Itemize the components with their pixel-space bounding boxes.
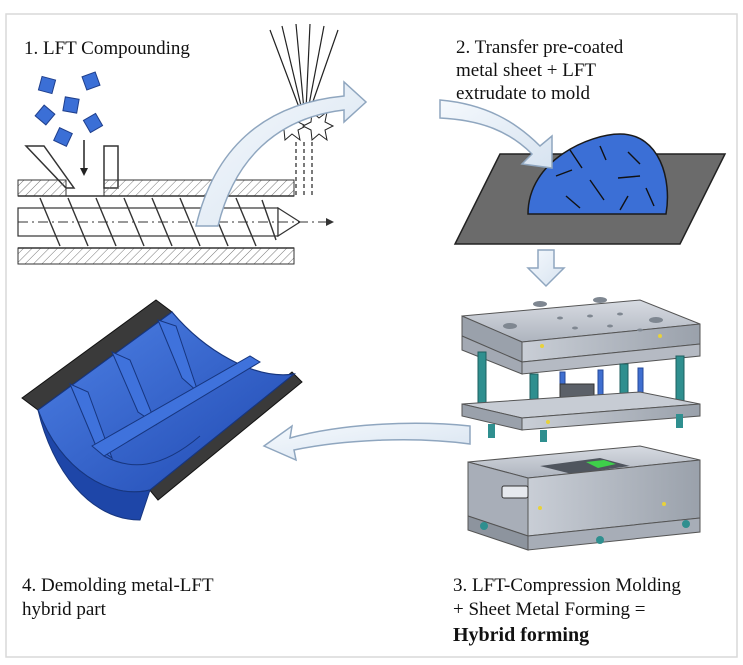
step1-label: 1. LFT Compounding	[24, 38, 190, 59]
flow-arrow-icon	[439, 99, 553, 169]
step4-label-line2: hybrid part	[22, 599, 106, 620]
step2-label-line1: 2. Transfer pre-coated	[456, 37, 624, 58]
step3-label-line1: 3. LFT-Compression Molding	[453, 575, 681, 596]
hybrid-part-icon	[21, 299, 303, 521]
flow-arrow-icon	[526, 249, 566, 288]
metal-sheet-icon	[453, 133, 727, 245]
flow-arrow-icon	[195, 80, 368, 227]
step2-label-line2: metal sheet + LFT	[456, 60, 596, 81]
step3-label-line2: + Sheet Metal Forming =	[453, 599, 646, 620]
flow-arrow-icon	[262, 422, 471, 462]
step4-label-line1: 4. Demolding metal-LFT	[22, 575, 214, 596]
step2-label-line3: extrudate to mold	[456, 83, 591, 104]
mold-icon	[461, 297, 701, 551]
extruder-screw-icon	[17, 145, 334, 265]
step3-label-line3: Hybrid forming	[453, 624, 590, 646]
lft-pellets-icon	[34, 71, 104, 176]
